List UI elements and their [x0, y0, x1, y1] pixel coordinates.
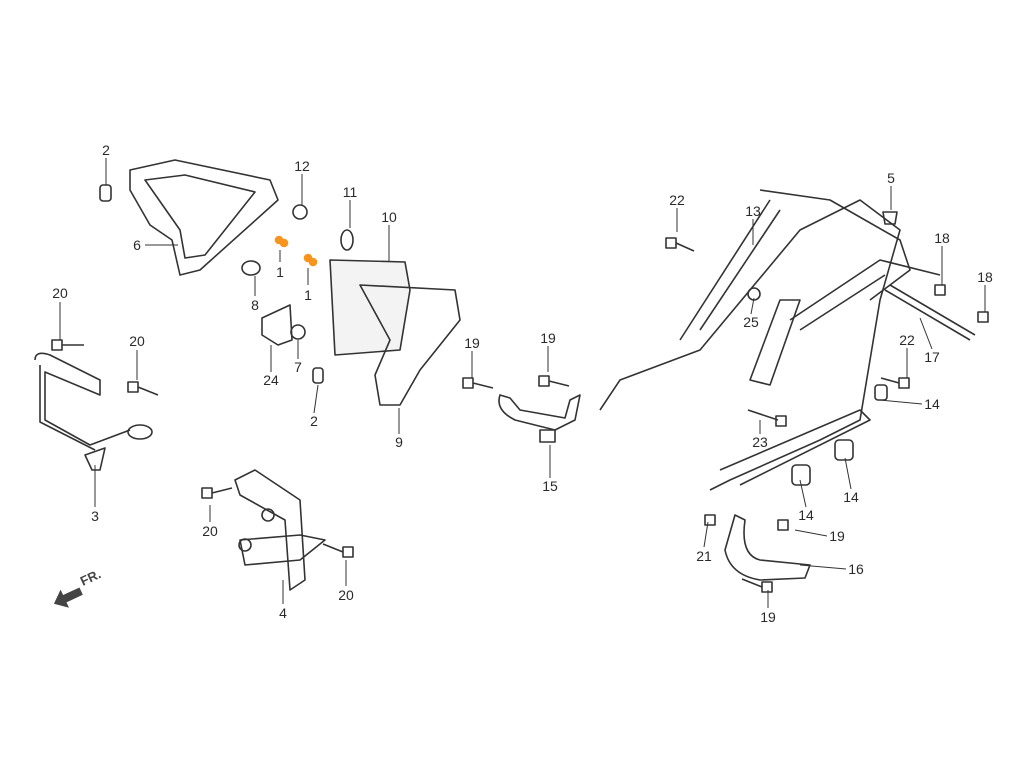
callout-8[interactable]: 8 [251, 297, 259, 313]
callout-22[interactable]: 22 [669, 192, 685, 208]
callout-1[interactable]: 1 [304, 287, 312, 303]
callout-19[interactable]: 19 [829, 528, 845, 544]
callout-4[interactable]: 4 [279, 605, 287, 621]
callout-14[interactable]: 14 [798, 507, 814, 523]
highlighted-clips [274, 235, 318, 267]
callout-20[interactable]: 20 [52, 285, 68, 301]
callout-7[interactable]: 7 [294, 359, 302, 375]
front-direction-marker: FR. [48, 566, 118, 613]
callout-1[interactable]: 1 [276, 264, 284, 280]
callout-18[interactable]: 18 [977, 269, 993, 285]
callout-5[interactable]: 5 [887, 170, 895, 186]
callout-6[interactable]: 6 [133, 237, 141, 253]
callout-2[interactable]: 2 [310, 413, 318, 429]
callout-14[interactable]: 14 [843, 489, 859, 505]
callout-19[interactable]: 19 [760, 609, 776, 625]
callout-20[interactable]: 20 [129, 333, 145, 349]
callout-9[interactable]: 9 [395, 434, 403, 450]
callout-24[interactable]: 24 [263, 372, 279, 388]
callout-19[interactable]: 19 [464, 335, 480, 351]
callout-20[interactable]: 20 [338, 587, 354, 603]
leader-lines [59, 158, 986, 608]
callout-17[interactable]: 17 [924, 349, 940, 365]
callout-19[interactable]: 19 [540, 330, 556, 346]
callout-10[interactable]: 10 [381, 209, 397, 225]
callout-20[interactable]: 20 [202, 523, 218, 539]
callout-14[interactable]: 14 [924, 396, 940, 412]
callout-15[interactable]: 15 [542, 478, 558, 494]
callout-18[interactable]: 18 [934, 230, 950, 246]
callout-11[interactable]: 11 [342, 184, 358, 200]
callout-21[interactable]: 21 [696, 548, 712, 564]
callout-12[interactable]: 12 [294, 158, 310, 174]
callout-2[interactable]: 2 [102, 142, 110, 158]
callout-16[interactable]: 16 [848, 561, 864, 577]
callout-22[interactable]: 22 [899, 332, 915, 348]
arrow-icon [53, 587, 83, 608]
callout-13[interactable]: 13 [745, 203, 761, 219]
bolts [51, 211, 989, 593]
callout-25[interactable]: 25 [743, 314, 759, 330]
callout-23[interactable]: 23 [752, 434, 768, 450]
callout-3[interactable]: 3 [91, 508, 99, 524]
grommets [99, 184, 354, 384]
